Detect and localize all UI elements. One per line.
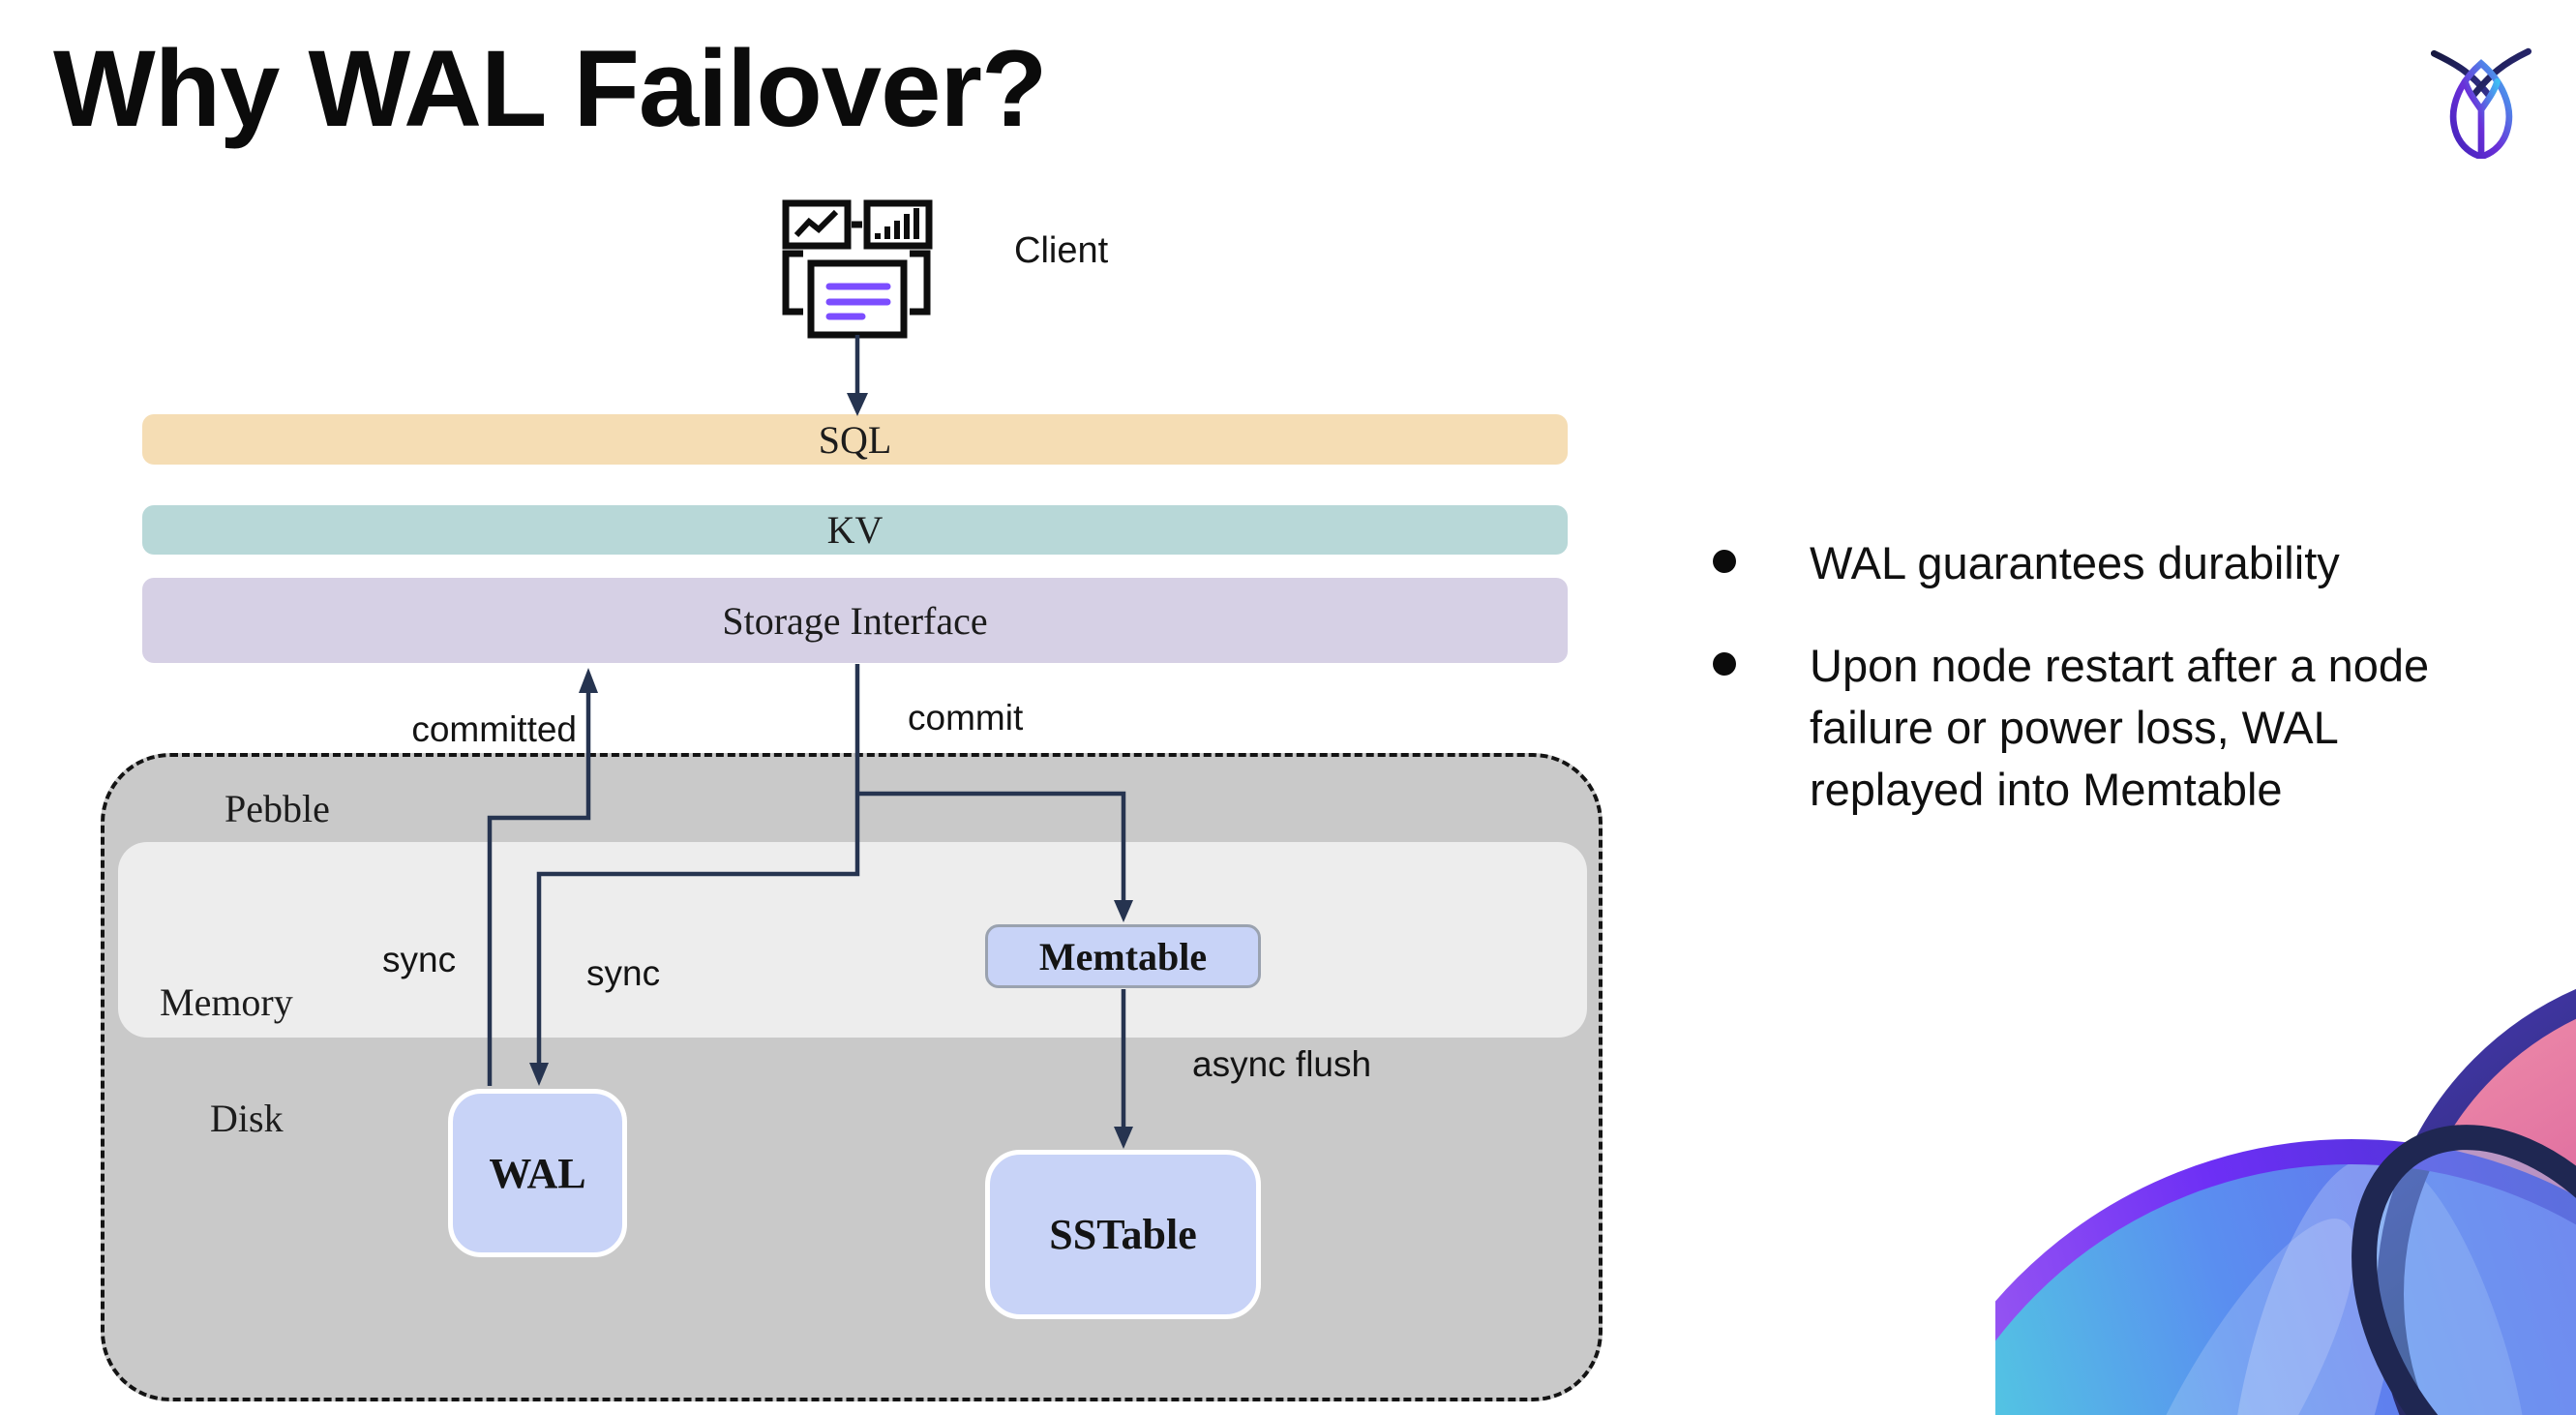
line-chart-icon — [782, 199, 852, 250]
pebble-label: Pebble — [225, 787, 330, 830]
screen-brackets-icon — [782, 250, 931, 316]
layer-storage-interface: Storage Interface — [142, 578, 1568, 663]
leaf-outline — [2351, 1125, 2576, 1415]
blue-circle — [1995, 1152, 2576, 1415]
layer-storage-label: Storage Interface — [722, 598, 988, 643]
memory-label: Memory — [160, 980, 293, 1024]
list-item: WAL guarantees durability — [1713, 532, 2487, 594]
cockroachdb-logo-icon — [2431, 47, 2531, 159]
list-item: Upon node restart after a node failure o… — [1713, 635, 2487, 821]
bullet-dot-icon — [1713, 550, 1736, 573]
arrowhead-sql — [847, 393, 868, 416]
bullet-text: WAL guarantees durability — [1810, 537, 2340, 588]
layer-sql: SQL — [142, 414, 1568, 465]
memtable-node: Memtable — [985, 924, 1261, 988]
sstable-node: SSTable — [985, 1150, 1261, 1319]
arrowhead-storage — [579, 668, 598, 693]
disk-label: Disk — [210, 1097, 284, 1140]
bar-chart-icon — [863, 199, 933, 250]
layer-kv: KV — [142, 505, 1568, 555]
page-title: Why WAL Failover? — [53, 28, 1047, 149]
layer-kv-label: KV — [826, 508, 884, 552]
wal-label: WAL — [489, 1149, 586, 1197]
brand-art-graphic — [1995, 988, 2576, 1415]
commit-label: commit — [908, 698, 1024, 738]
bullet-text: Upon node restart after a node failure o… — [1810, 640, 2430, 815]
navy-rim-arc — [2377, 988, 2576, 1415]
memtable-label: Memtable — [1038, 934, 1208, 978]
sync-left-label: sync — [382, 940, 457, 979]
sstable-label: SSTable — [1049, 1211, 1197, 1258]
bullet-list: WAL guarantees durability Upon node rest… — [1713, 532, 2487, 861]
memory-band — [118, 842, 1587, 1038]
bullet-dot-icon — [1713, 652, 1736, 676]
sync-right-label: sync — [586, 953, 661, 993]
document-icon — [807, 259, 908, 339]
wal-node: WAL — [448, 1089, 627, 1257]
client-apps-icon — [782, 199, 933, 339]
violet-rim-arc — [1995, 1139, 2576, 1341]
committed-label: committed — [411, 709, 577, 749]
layer-sql-label: SQL — [818, 417, 892, 462]
async-flush-label: async flush — [1192, 1044, 1372, 1084]
client-label: Client — [1014, 230, 1109, 271]
